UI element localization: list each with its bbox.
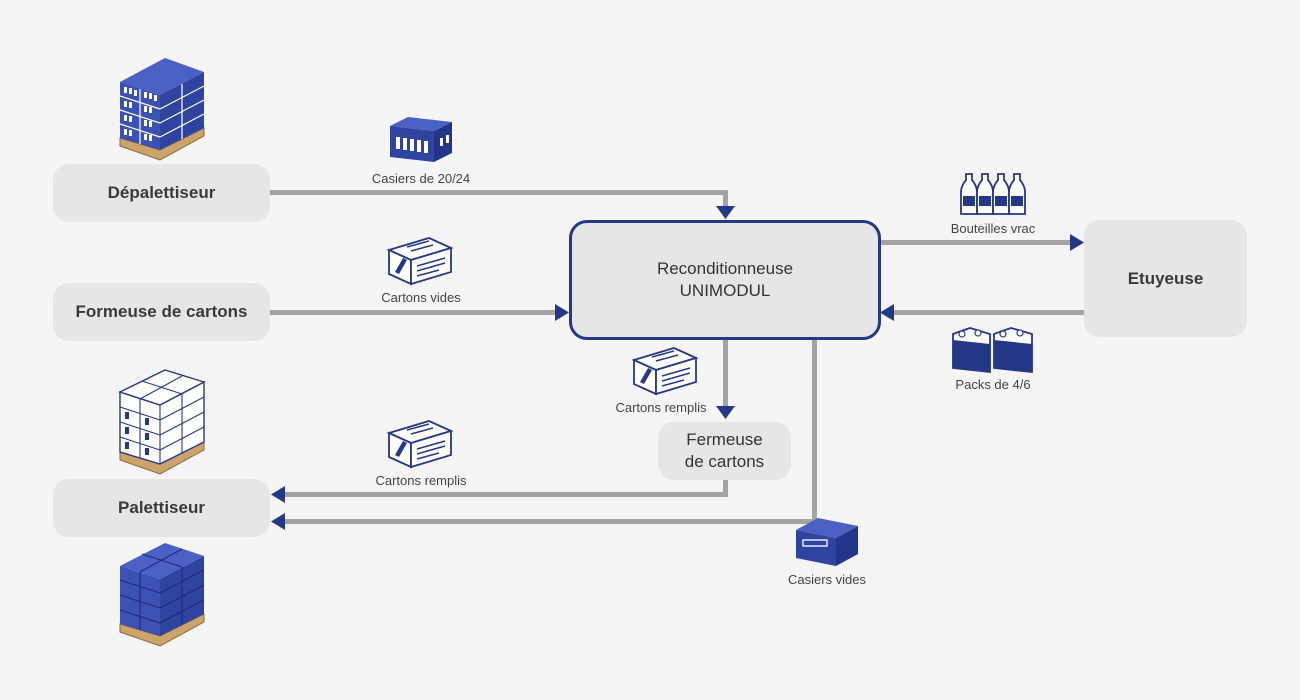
packs-icon <box>952 327 1033 374</box>
label-cartons-vides: Cartons vides <box>381 290 461 305</box>
carton-box-icon <box>633 347 697 395</box>
pallet-of-cartons-icon <box>118 369 206 475</box>
node-label-line1: Reconditionneuse <box>656 259 794 278</box>
node-label-line1: Fermeuse <box>686 430 763 449</box>
label-casiers-20-24: Casiers de 20/24 <box>371 171 471 186</box>
connectors <box>270 190 1085 525</box>
node-label-line2: UNIMODUL <box>679 281 771 300</box>
node-label-line2: de cartons <box>684 452 765 471</box>
node-label: Palettiseur <box>118 498 205 517</box>
label-cartons-remplis-left: Cartons remplis <box>375 473 467 488</box>
pallet-of-boxes-icon <box>119 543 205 647</box>
arrowheads <box>271 206 1084 530</box>
pallet-of-crates-icon <box>119 58 205 161</box>
carton-box-icon <box>388 420 452 468</box>
node-label: Formeuse de cartons <box>75 302 248 321</box>
node-label: Etuyeuse <box>1127 268 1204 288</box>
reconditionneuse-node: Reconditionneuse UNIMODUL <box>569 220 881 340</box>
bottle-crate-icon <box>390 117 452 162</box>
empty-crate-icon <box>796 518 858 566</box>
fermeuse-de-cartons-node: Fermeuse de cartons <box>658 422 791 480</box>
bottles-icon <box>960 173 1026 215</box>
depalettiseur-node: Dépalettiseur <box>53 164 270 222</box>
label-casiers-vides: Casiers vides <box>787 572 867 587</box>
palettiseur-node: Palettiseur <box>53 479 270 537</box>
carton-box-icon <box>388 237 452 285</box>
label-cartons-remplis-center: Cartons remplis <box>615 400 707 415</box>
label-packs: Packs de 4/6 <box>955 377 1031 392</box>
node-label: Dépalettiseur <box>107 183 216 202</box>
etuyeuse-node: Etuyeuse <box>1084 220 1247 337</box>
label-bouteilles-vrac: Bouteilles vrac <box>950 221 1036 236</box>
formeuse-de-cartons-node: Formeuse de cartons <box>53 283 270 341</box>
